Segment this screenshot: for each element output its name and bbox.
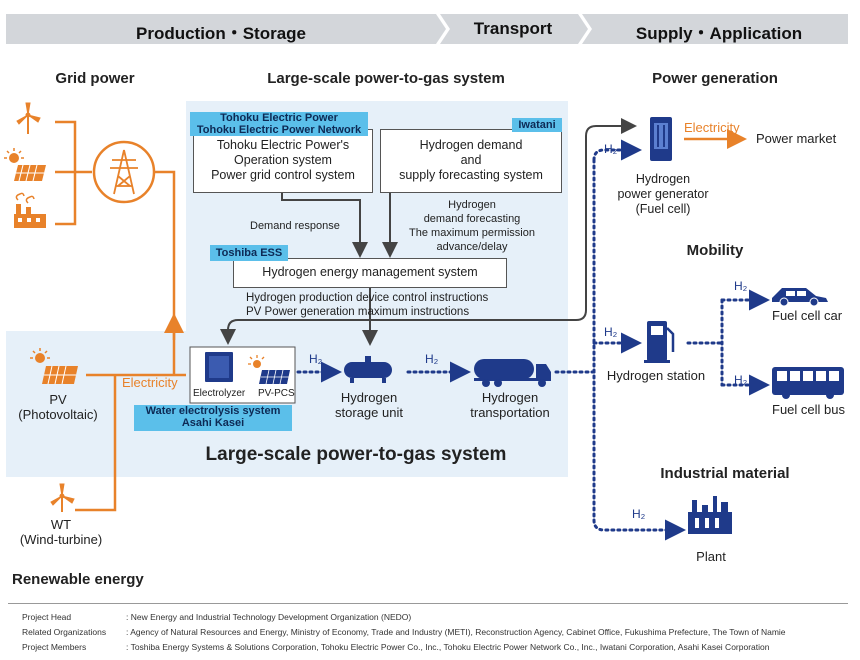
hydrogen-storage-icon: [344, 356, 392, 383]
power-market-label: Power market: [756, 131, 837, 146]
tohoku-tag: Tohoku Electric Power Tohoku Electric Po…: [190, 112, 368, 136]
footer-row: Project Head : New Energy and Industrial…: [22, 610, 852, 625]
footer-row: Related Organizations : Agency of Natura…: [22, 625, 852, 640]
iwatani-tag: Iwatani: [512, 118, 562, 132]
p2g-title-top: Large-scale power-to-gas system: [267, 70, 505, 87]
solar-panel-icon-pv: [30, 348, 78, 385]
solar-panel-icon-grid: [4, 148, 46, 182]
header-bar: [6, 14, 848, 44]
fuel-cell-generator-icon: [650, 117, 672, 161]
mobility-title: Mobility: [686, 242, 744, 259]
fuel-cell-car-icon: [772, 288, 828, 307]
demand-response-label: Demand response: [250, 220, 340, 232]
footer-value: : New Energy and Industrial Technology D…: [126, 612, 412, 622]
plant-label: Plant: [696, 549, 726, 564]
plant-icon: [688, 496, 732, 534]
h2-storage-label: Hydrogen storage unit: [335, 390, 403, 420]
p2g-title-big: Large-scale power-to-gas system: [205, 444, 507, 465]
pv-label: PV (Photovoltaic): [18, 392, 98, 422]
footer-value: : Toshiba Energy Systems & Solutions Cor…: [126, 642, 770, 652]
forecast-note-label: Hydrogen demand forecasting The maximum …: [409, 199, 535, 253]
h2-transport-label: Hydrogen transportation: [470, 390, 550, 420]
control-instructions-label: Hydrogen production device control instr…: [246, 292, 489, 318]
fuel-cell-bus-label: Fuel cell bus: [772, 402, 845, 417]
h2-label-1: H₂: [309, 352, 323, 366]
h2-label-4: H₂: [604, 325, 618, 339]
footer-row: Project Members : Toshiba Energy Systems…: [22, 640, 852, 655]
electrolyzer-icon: [205, 352, 233, 382]
electricity-out-label: Electricity: [684, 120, 740, 135]
header-transport: Transport: [473, 19, 553, 38]
grid-power-title: Grid power: [55, 70, 135, 87]
pv-pcs-icon: [248, 355, 290, 385]
h2-label-6: H₂: [734, 373, 748, 387]
electricity-in-label: Electricity: [122, 375, 178, 390]
factory-icon-grid: [14, 192, 46, 228]
h2-label-5: H₂: [734, 279, 748, 293]
renewable-energy-title: Renewable energy: [12, 571, 144, 588]
footer-divider: [8, 603, 848, 604]
hydrogen-station-icon: [644, 321, 675, 363]
hydrogen-truck-icon: [474, 359, 551, 387]
footer-key: Related Organizations: [22, 627, 107, 637]
forecast-system-text: Hydrogen demand and supply forecasting s…: [399, 138, 543, 182]
wind-turbine-icon-grid: [16, 102, 41, 134]
electrolyzer-label: Electrolyzer: [193, 388, 246, 399]
h2-label-7: H₂: [632, 507, 646, 521]
header-production-storage: Production・Storage: [135, 24, 306, 43]
forecast-system-box: Hydrogen demand and supply forecasting s…: [380, 129, 562, 193]
footer-key: Project Head: [22, 612, 72, 622]
pv-pcs-label: PV-PCS: [258, 388, 295, 399]
power-generation-title: Power generation: [652, 70, 778, 87]
asahi-tag: Water electrolysis system Asahi Kasei: [134, 405, 292, 431]
industrial-material-title: Industrial material: [660, 465, 790, 482]
h2-generator-label: Hydrogen power generator (Fuel cell): [617, 172, 709, 216]
wt-label: WT (Wind-turbine): [19, 517, 103, 547]
h2-label-2: H₂: [425, 352, 439, 366]
wind-turbine-icon-wt: [50, 483, 75, 512]
header-supply-application: Supply・Application: [635, 24, 803, 43]
toshiba-tag: Toshiba ESS: [210, 245, 288, 261]
footer-key: Project Members: [22, 642, 87, 652]
h2-label-3: H₂: [604, 142, 618, 156]
fuel-cell-car-label: Fuel cell car: [772, 308, 843, 323]
footer-value: : Agency of Natural Resources and Energy…: [126, 627, 786, 637]
operation-system-text: Tohoku Electric Power's Operation system…: [211, 138, 355, 182]
fuel-cell-bus-icon: [772, 367, 844, 399]
hems-text: Hydrogen energy management system: [262, 265, 478, 279]
transmission-tower-icon: [92, 140, 156, 204]
hems-box: Hydrogen energy management system: [233, 258, 507, 288]
operation-system-box: Tohoku Electric Power's Operation system…: [193, 129, 373, 193]
footer: Project Head : New Energy and Industrial…: [22, 610, 852, 655]
h2-station-label: Hydrogen station: [606, 368, 706, 383]
